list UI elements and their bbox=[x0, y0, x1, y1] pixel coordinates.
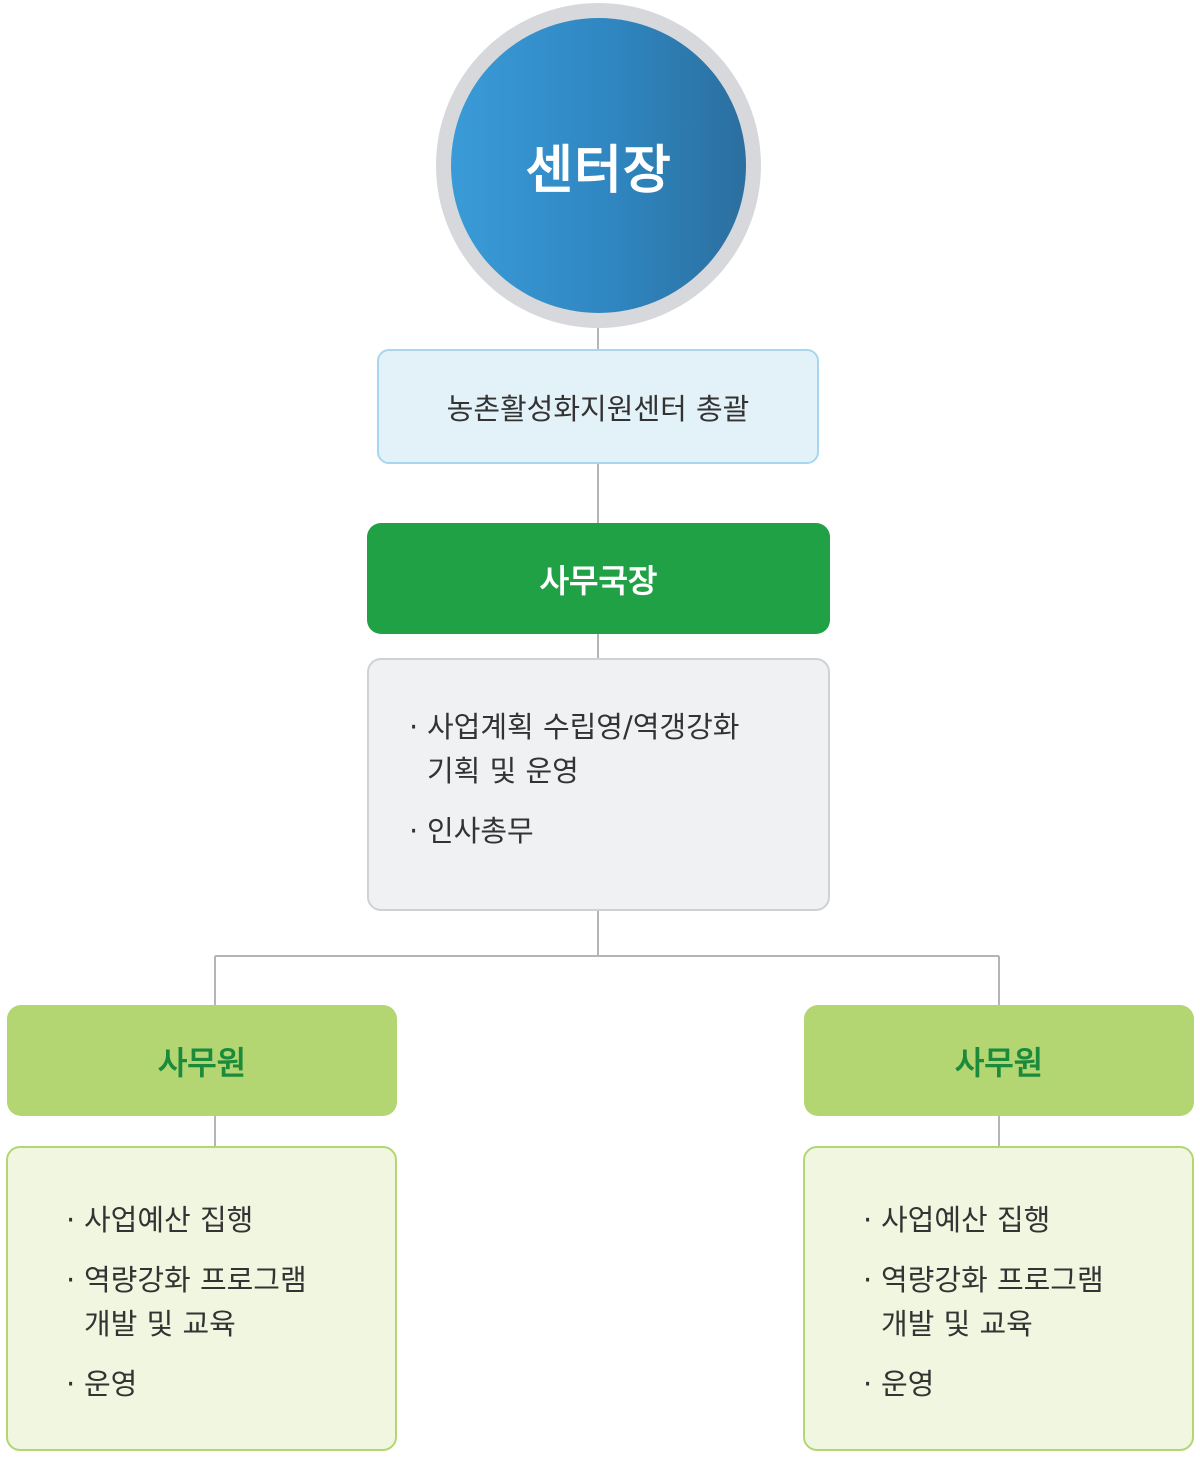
duty-item: · 운영 bbox=[863, 1362, 1172, 1406]
staff-node-left: 사무원 bbox=[7, 1005, 397, 1116]
duty-item: · 사업예산 집행 bbox=[863, 1198, 1172, 1242]
bullet: · bbox=[66, 1367, 76, 1401]
duty-item: · 인사총무 bbox=[409, 809, 808, 853]
duty-text: 사업예산 집행 bbox=[881, 1203, 1051, 1237]
duty-item: · 역량강화 프로그램 개발 및 교육 bbox=[66, 1258, 375, 1346]
bullet: · bbox=[409, 710, 419, 744]
staff-duties-box-left: · 사업예산 집행 · 역량강화 프로그램 개발 및 교육 · 운영 bbox=[6, 1146, 397, 1451]
manager-title: 사무국장 bbox=[539, 561, 658, 600]
bullet: · bbox=[863, 1203, 873, 1237]
duty-text: 역량강화 프로그램 개발 및 교육 bbox=[881, 1263, 1104, 1341]
duty-text: 사업계획 수립영/역갱강화 기획 및 운영 bbox=[427, 710, 740, 788]
duty-item: · 사업계획 수립영/역갱강화 기획 및 운영 bbox=[409, 705, 808, 793]
staff-title: 사무원 bbox=[157, 1043, 247, 1082]
staff-node-right: 사무원 bbox=[804, 1005, 1194, 1116]
staff-title: 사무원 bbox=[954, 1043, 1044, 1082]
head-role-box: 농촌활성화지원센터 총괄 bbox=[377, 349, 819, 464]
duty-item: · 운영 bbox=[66, 1362, 375, 1406]
duty-text: 역량강화 프로그램 개발 및 교육 bbox=[84, 1263, 307, 1341]
bullet: · bbox=[863, 1367, 873, 1401]
duty-text: 사업예산 집행 bbox=[84, 1203, 254, 1237]
head-role-text: 농촌활성화지원센터 총괄 bbox=[446, 391, 750, 426]
duty-item: · 사업예산 집행 bbox=[66, 1198, 375, 1242]
manager-node: 사무국장 bbox=[367, 523, 830, 634]
staff-duties-box-right: · 사업예산 집행 · 역량강화 프로그램 개발 및 교육 · 운영 bbox=[803, 1146, 1194, 1451]
manager-duties-box: · 사업계획 수립영/역갱강화 기획 및 운영 · 인사총무 bbox=[367, 658, 830, 911]
head-node: 센터장 bbox=[451, 18, 746, 313]
bullet: · bbox=[66, 1263, 76, 1297]
duty-item: · 역량강화 프로그램 개발 및 교육 bbox=[863, 1258, 1172, 1346]
bullet: · bbox=[66, 1203, 76, 1237]
bullet: · bbox=[409, 814, 419, 848]
duty-text: 인사총무 bbox=[427, 814, 534, 848]
duty-text: 운영 bbox=[881, 1367, 935, 1401]
duty-text: 운영 bbox=[84, 1367, 138, 1401]
head-title: 센터장 bbox=[525, 141, 672, 201]
bullet: · bbox=[863, 1263, 873, 1297]
